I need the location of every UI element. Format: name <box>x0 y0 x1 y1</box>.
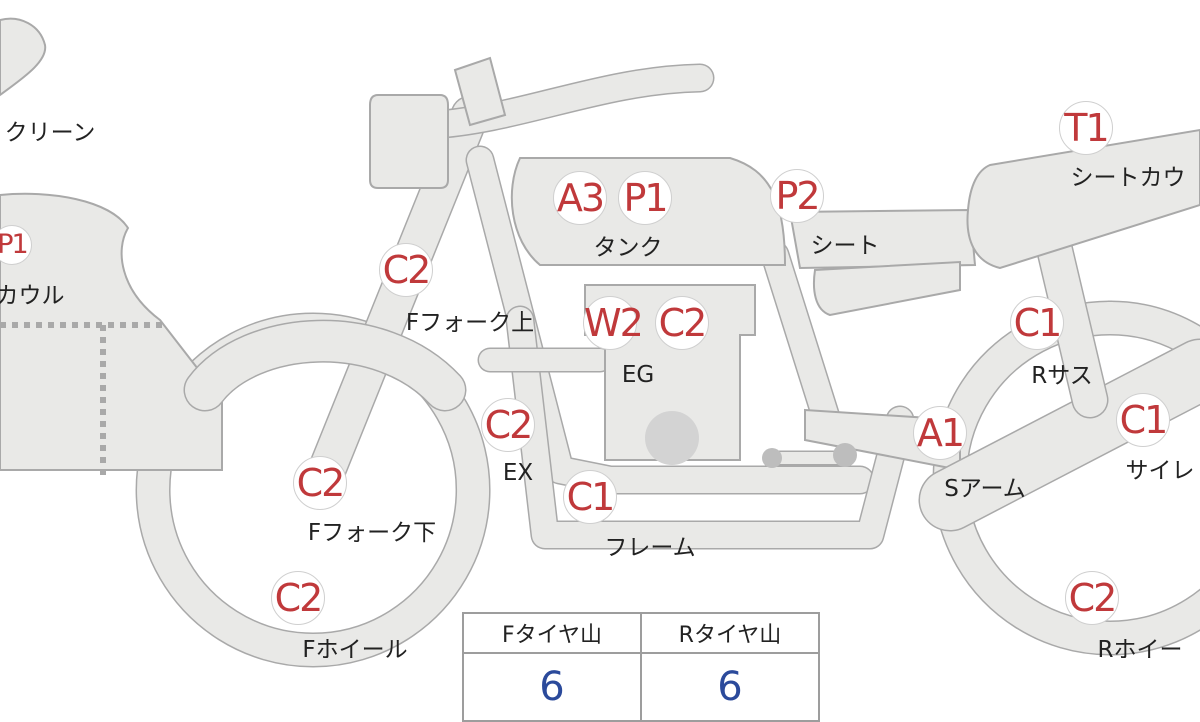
silencer <box>920 340 1200 530</box>
f-fork-lower-code-badge: C2 <box>293 456 347 510</box>
screen-label: クリーン <box>4 120 96 146</box>
f-fork-upper-code-badge: C2 <box>379 243 433 297</box>
front-cowl <box>0 192 223 471</box>
side-cover <box>812 260 961 317</box>
swingarm-code-badge: A1 <box>913 406 967 460</box>
headlight <box>369 94 449 189</box>
engine-code-badge: C2 <box>655 296 709 350</box>
seat <box>788 208 977 270</box>
seat-cowl-label: シートカウ <box>1070 165 1186 191</box>
f-fork-upper-label: Fフォーク上 <box>405 310 535 336</box>
swingarm-label: Sアーム <box>944 476 1026 502</box>
frame-label: フレーム <box>604 535 696 561</box>
front-fender <box>185 321 465 410</box>
seat-code-badge: P2 <box>770 169 824 223</box>
footpeg-end <box>762 448 782 468</box>
frame-rear <box>762 242 843 443</box>
f-fork-lower-label: Fフォーク下 <box>307 520 437 546</box>
exhaust-label: EX <box>502 460 534 486</box>
front-tire-header: Fタイヤ山 <box>462 612 642 654</box>
engine-label: EG <box>621 362 655 388</box>
cowl-label: カウル <box>0 283 65 309</box>
rear-tire-value: 6 <box>640 652 820 722</box>
handlebar <box>417 65 713 138</box>
silencer-label: サイレ <box>1125 458 1195 484</box>
seat-cowl-code-badge: T1 <box>1059 101 1113 155</box>
silencer-code-badge: C1 <box>1116 393 1170 447</box>
seat-label: シート <box>810 233 880 259</box>
r-suspension-code-badge: C1 <box>1010 296 1064 350</box>
cowl-dashed-line <box>0 322 165 480</box>
tank-code-badge: P1 <box>618 171 672 225</box>
seat-cowl <box>966 128 1200 270</box>
rear-wheel <box>934 302 1200 654</box>
f-wheel-code-badge: C2 <box>271 571 325 625</box>
r-wheel-label: Rホイー <box>1097 637 1183 663</box>
rear-suspension <box>1033 213 1107 417</box>
rear-tire-header: Rタイヤ山 <box>640 612 820 654</box>
footpeg-end <box>833 443 857 467</box>
tank-code-badge: A3 <box>553 171 607 225</box>
tire-tread-table: Fタイヤ山 Rタイヤ山 6 6 <box>462 612 820 722</box>
cowl-code-badge: P1 <box>0 225 32 265</box>
front-tire-value: 6 <box>462 652 642 722</box>
f-wheel-label: Fホイール <box>302 637 408 663</box>
handle-clamp <box>453 56 507 127</box>
windscreen <box>0 17 47 97</box>
r-wheel-code-badge: C2 <box>1065 571 1119 625</box>
exhaust-code-badge: C2 <box>481 398 535 452</box>
tank-label: タンク <box>593 235 663 261</box>
engine-code-badge: W2 <box>583 296 644 350</box>
engine-cylinder <box>645 411 699 465</box>
r-suspension-label: Rサス <box>1031 363 1093 389</box>
frame-code-badge: C1 <box>563 470 617 524</box>
